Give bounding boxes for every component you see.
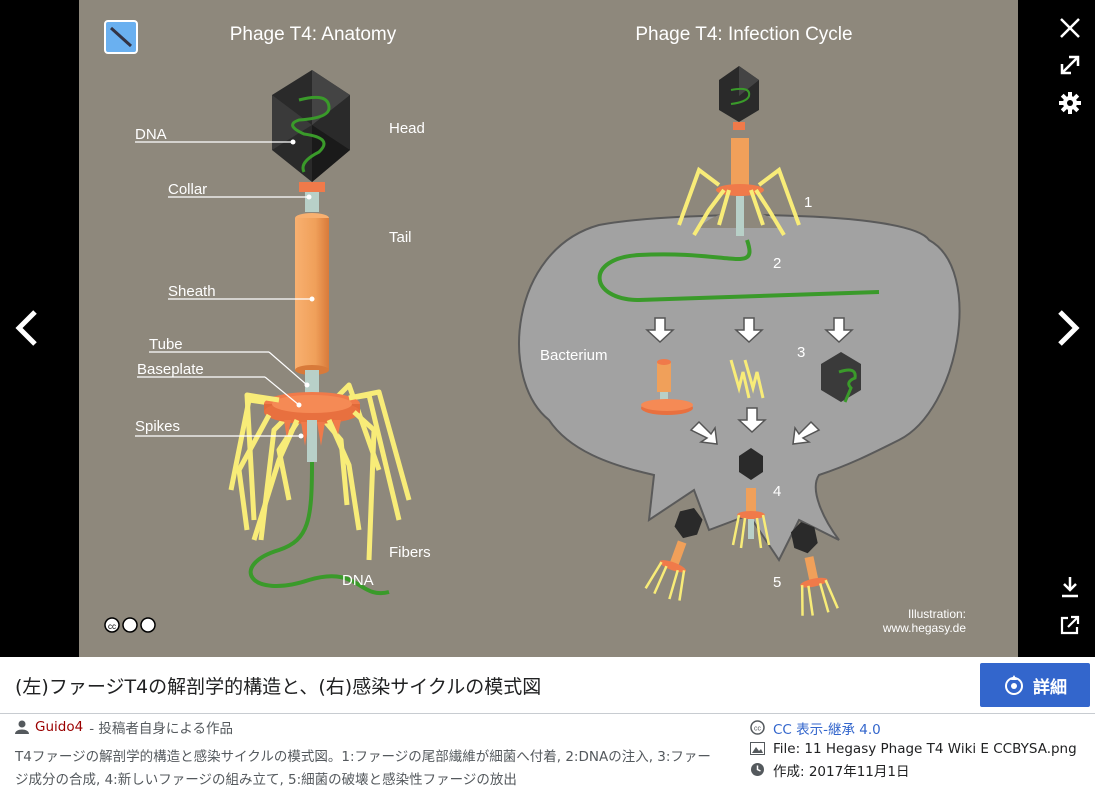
user-icon — [15, 720, 29, 734]
previous-image-button[interactable] — [2, 300, 52, 356]
details-button[interactable]: 詳細 — [980, 663, 1090, 707]
label-collar: Collar — [168, 181, 207, 198]
step-1-label: 1 — [804, 194, 812, 211]
close-button[interactable] — [1053, 13, 1087, 43]
clock-icon — [751, 763, 764, 776]
file-name: File: 11 Hegasy Phage T4 Wiki E CCBYSA.p… — [773, 740, 1077, 757]
share-icon — [1060, 615, 1080, 635]
cc-license-icon: cc — [750, 720, 765, 735]
author-link[interactable]: Guido4 — [35, 719, 84, 735]
wiki-commons-icon — [1005, 675, 1023, 695]
caption-row: (左)ファージT4の解剖学的構造と、(右)感染サイクルの模式図 詳細 — [0, 657, 1095, 714]
label-head: Head — [389, 120, 425, 137]
phage-anatomy: DNA Head Collar Tail Sheath Tube Basepla… — [135, 70, 431, 596]
created-date: 作成: 2017年11月1日 — [773, 763, 910, 780]
step-5-label: 5 — [773, 574, 781, 591]
media-viewer: Phage T4: Anatomy Phage T4: Infection Cy… — [2, 0, 1093, 657]
step-3-label: 3 — [797, 344, 805, 361]
credit-line-1: Illustration: — [908, 607, 966, 621]
infection-cycle-title: Phage T4: Infection Cycle — [635, 24, 852, 45]
anatomy-title: Phage T4: Anatomy — [230, 24, 397, 45]
download-button[interactable] — [1053, 572, 1087, 602]
step-2-label: 2 — [773, 255, 781, 272]
image-canvas: Phage T4: Anatomy Phage T4: Infection Cy… — [79, 0, 1018, 657]
details-label: 詳細 — [1033, 677, 1067, 698]
step-4-label: 4 — [773, 483, 781, 500]
label-tube: Tube — [149, 336, 183, 353]
author-line: Guido4 - 投稿者自身による作品 — [15, 717, 720, 737]
svg-text:cc: cc — [754, 726, 762, 733]
wiki-image-icon — [104, 20, 138, 54]
credit-line-2: www.hegasy.de — [882, 621, 966, 635]
settings-button[interactable] — [1053, 88, 1087, 118]
info-panel: (左)ファージT4の解剖学的構造と、(右)感染サイクルの模式図 詳細 Guido… — [0, 657, 1095, 807]
file-row: File: 11 Hegasy Phage T4 Wiki E CCBYSA.p… — [750, 738, 1090, 759]
svg-text:cc: cc — [108, 622, 116, 631]
label-spikes: Spikes — [135, 418, 180, 435]
label-dna: DNA — [135, 126, 167, 143]
fullscreen-button[interactable] — [1053, 50, 1087, 80]
download-icon — [1062, 577, 1078, 598]
image-caption: (左)ファージT4の解剖学的構造と、(右)感染サイクルの模式図 — [15, 676, 542, 698]
label-bacterium: Bacterium — [540, 347, 608, 364]
infection-cycle: 1 2 3 4 5 Bacterium Illustration: www.he… — [518, 66, 966, 635]
phage-illustration: Phage T4: Anatomy Phage T4: Infection Cy… — [104, 20, 966, 635]
label-dna-bottom: DNA — [342, 572, 374, 589]
chevron-left-icon — [15, 310, 37, 346]
image-file-icon — [750, 742, 765, 755]
label-fibers: Fibers — [389, 544, 431, 561]
author-suffix: - 投稿者自身による作品 — [89, 721, 233, 737]
expand-icon — [1060, 55, 1080, 75]
label-baseplate: Baseplate — [137, 361, 204, 378]
chevron-right-icon — [1058, 310, 1080, 346]
close-icon — [1060, 18, 1080, 38]
label-sheath: Sheath — [168, 283, 216, 300]
meta-right: cc CC 表示-継承 4.0 File: 11 Hegasy Phage T4… — [750, 717, 1090, 780]
image-description: T4ファージの解剖学的構造と感染サイクルの模式図。1:ファージの尾部繊維が細菌へ… — [15, 749, 711, 788]
gear-icon — [1059, 92, 1081, 114]
license-row: cc CC 表示-継承 4.0 — [750, 717, 1090, 738]
license-link[interactable]: CC 表示-継承 4.0 — [773, 721, 881, 738]
created-row: 作成: 2017年11月1日 — [750, 759, 1090, 780]
cc-by-sa-icon: cc — [104, 617, 156, 633]
next-image-button[interactable] — [1043, 300, 1093, 356]
label-tail: Tail — [389, 229, 412, 246]
share-button[interactable] — [1053, 610, 1087, 640]
meta-left: Guido4 - 投稿者自身による作品 T4ファージの解剖学的構造と感染サイクル… — [15, 717, 720, 792]
